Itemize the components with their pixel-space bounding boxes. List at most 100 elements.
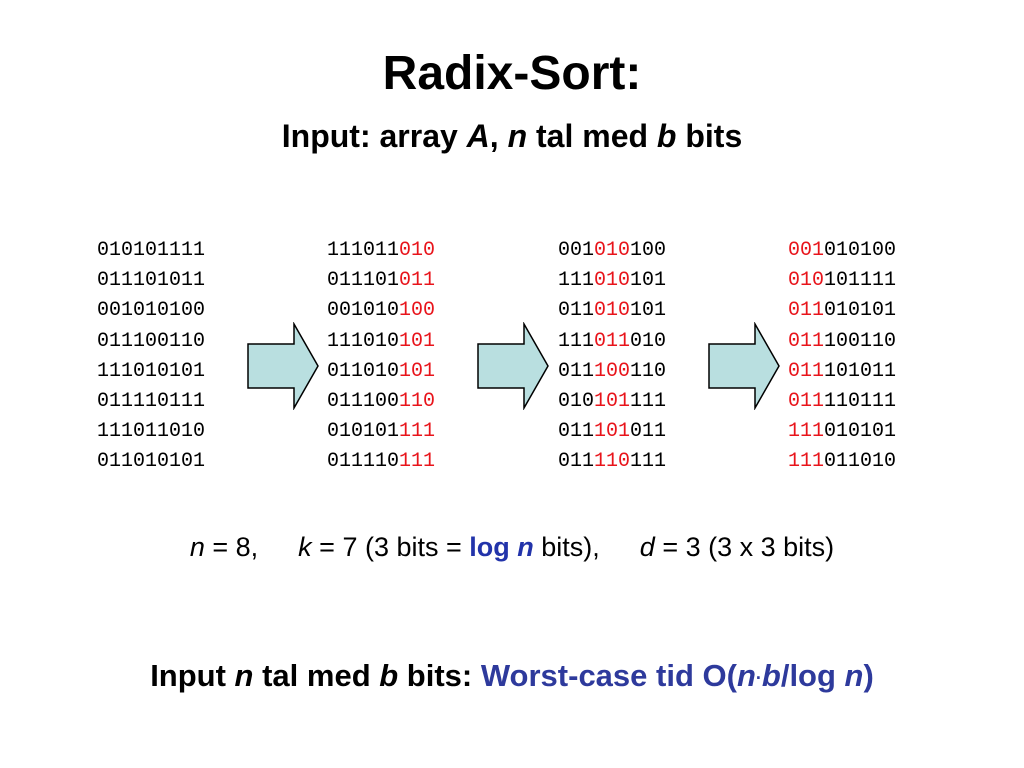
binary-row: 111010101 [788, 417, 896, 447]
bits: 010 [630, 329, 667, 353]
bits: 010100 [824, 239, 897, 262]
param-n-value: = 8, [204, 532, 259, 562]
binary-row: 011010101 [97, 447, 205, 477]
summary-b: b [379, 658, 399, 693]
worst-case-log: /log [780, 658, 845, 693]
bits: 111 [558, 269, 595, 293]
param-log-n: n [517, 532, 534, 562]
bits: 010101 [824, 420, 897, 444]
param-log: log [469, 532, 518, 562]
bits: 001010 [327, 299, 400, 323]
bits: 100 [630, 239, 667, 262]
binary-row: 010101111 [327, 417, 435, 447]
bits: 110 [630, 359, 667, 383]
highlighted-bits: 011 [788, 359, 825, 383]
binary-row: 011100110 [97, 327, 205, 357]
highlighted-bits: 111 [788, 450, 825, 474]
bits: 011110111 [97, 389, 206, 413]
worst-case-b: b [761, 658, 781, 693]
highlighted-bits: 110 [399, 389, 436, 413]
bits: 011010 [327, 359, 400, 383]
worst-case-label: Worst-case tid O( [480, 658, 737, 693]
binary-row: 001010100 [558, 236, 666, 266]
bits: 110111 [824, 389, 897, 413]
worst-case-close: ) [863, 658, 874, 693]
summary-lead: Input [150, 658, 235, 693]
subtitle-mid: tal med [527, 118, 657, 154]
binary-row: 001010100 [327, 296, 435, 326]
bits: 111011010 [97, 420, 206, 444]
highlighted-bits: 010 [594, 299, 631, 323]
binary-row: 111011010 [788, 447, 896, 477]
binary-row: 001010100 [97, 296, 205, 326]
arrow-shape [247, 322, 319, 410]
arrow-right-icon [477, 322, 549, 410]
summary-bits: bits [398, 658, 462, 693]
binary-row: 011010101 [788, 296, 896, 326]
bits: 111 [630, 450, 667, 474]
subtitle-array-var: A [466, 118, 490, 154]
bits: 100110 [824, 329, 897, 353]
binary-row: 011110111 [788, 387, 896, 417]
binary-row: 010101111 [97, 236, 205, 266]
bits: 101 [630, 269, 667, 293]
binary-row: 011101011 [327, 266, 435, 296]
highlighted-bits: 110 [594, 450, 631, 474]
bits: 011010101 [97, 450, 206, 474]
arrow-shape [477, 322, 549, 410]
bits: 001010100 [97, 299, 206, 323]
bits: 011101011 [97, 269, 206, 293]
binary-row: 111011010 [558, 327, 666, 357]
binary-row: 001010100 [788, 236, 896, 266]
param-d-var: d [639, 532, 655, 562]
worst-case-n: n [736, 658, 756, 693]
bits: 011 [558, 359, 595, 383]
highlighted-bits: 101 [399, 329, 436, 353]
highlighted-bits: 101 [399, 359, 436, 383]
highlighted-bits: 100 [594, 359, 631, 383]
bits: 011100110 [97, 329, 206, 353]
highlighted-bits: 100 [399, 299, 436, 323]
binary-row: 011100110 [788, 327, 896, 357]
binary-row: 011101011 [788, 357, 896, 387]
highlighted-bits: 011 [788, 389, 825, 413]
binary-row: 010101111 [558, 387, 666, 417]
binary-row: 111010101 [558, 266, 666, 296]
highlighted-bits: 011 [594, 329, 631, 353]
highlighted-bits: 010 [788, 269, 825, 293]
subtitle-n-var: n [507, 118, 528, 154]
binary-row: 011110111 [558, 447, 666, 477]
bits: 010101 [327, 420, 400, 444]
binary-row: 011101011 [97, 266, 205, 296]
bits: 011 [630, 420, 667, 444]
param-k-value: = 7 (3 bits = [311, 532, 470, 562]
bits: 011010 [824, 450, 897, 474]
binary-row: 011101011 [558, 417, 666, 447]
worst-case-dot: · [755, 667, 762, 688]
bits: 011110 [327, 450, 400, 474]
bits: 010101111 [97, 239, 206, 262]
column-input: 010101111 011101011 001010100 011100110 1110… [97, 236, 205, 478]
bits: 011 [558, 420, 595, 444]
arrow-right-icon [247, 322, 319, 410]
bits: 010 [558, 389, 595, 413]
binary-row: 011010101 [327, 357, 435, 387]
parameters-line: n = 8,k = 7 (3 bits = log n bits),d = 3 … [0, 527, 1024, 567]
binary-row: 111010101 [97, 357, 205, 387]
bits: 101111 [824, 269, 897, 293]
highlighted-bits: 101 [594, 420, 631, 444]
binary-row: 111011010 [97, 417, 205, 447]
bits: 011100 [327, 389, 400, 413]
highlighted-bits: 111 [399, 420, 436, 444]
binary-row: 111010101 [327, 327, 435, 357]
highlighted-bits: 111 [399, 450, 436, 474]
binary-row: 011010101 [558, 296, 666, 326]
highlighted-bits: 111 [788, 420, 825, 444]
bits: 010101 [824, 299, 897, 323]
subtitle-suffix: bits [676, 118, 743, 154]
binary-row: 011100110 [327, 387, 435, 417]
highlighted-bits: 010 [399, 239, 436, 262]
subtitle-comma: , [489, 118, 508, 154]
